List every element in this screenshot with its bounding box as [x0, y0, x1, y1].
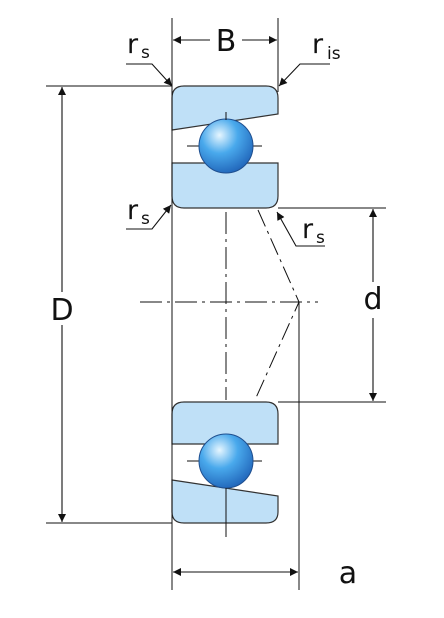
chamfer-r: r — [127, 29, 139, 60]
leader-rs-top-left — [126, 63, 173, 87]
top-ball — [198, 118, 254, 174]
top-section — [171, 85, 279, 209]
chamfer-label-mid-left: r s — [127, 195, 150, 229]
bottom-section — [171, 401, 279, 524]
label-D: D — [50, 293, 73, 328]
chamfer-sub-is: is — [327, 44, 341, 64]
bottom-outer-ring — [171, 479, 279, 524]
chamfer-r: r — [302, 214, 314, 245]
top-inner-ring — [171, 162, 279, 209]
chamfer-label-top-left: r s — [127, 29, 150, 63]
chamfer-sub-s: s — [316, 228, 325, 248]
chamfer-label-top-right: r is — [312, 29, 341, 64]
label-B: B — [216, 24, 237, 59]
leader-rs-mid-left — [126, 204, 172, 230]
chamfer-r: r — [312, 29, 324, 60]
chamfer-label-mid-right: r s — [302, 214, 325, 248]
leader-ris-top-right — [278, 63, 330, 87]
bottom-ball — [198, 433, 254, 489]
extension-lines — [46, 18, 386, 590]
label-d: d — [363, 282, 382, 317]
dimension-lines — [58, 36, 377, 576]
chamfer-sub-s: s — [141, 43, 150, 63]
bottom-inner-ring — [171, 401, 279, 445]
chamfer-r: r — [127, 195, 139, 226]
top-outer-ring — [171, 85, 279, 131]
chamfer-sub-s: s — [141, 209, 150, 229]
leader-rs-mid-right — [276, 211, 325, 247]
label-a: a — [339, 556, 357, 591]
chamfer-leaders — [126, 63, 330, 247]
